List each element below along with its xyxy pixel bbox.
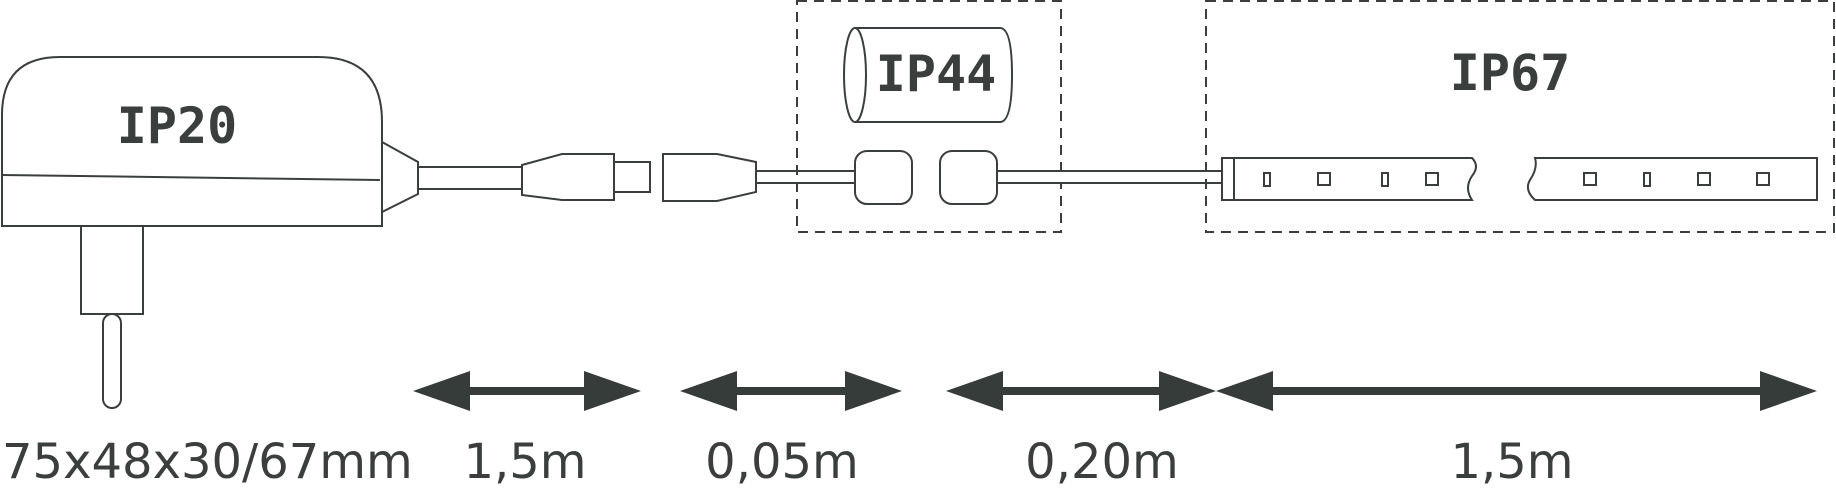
adapter-ip-rating: IP20 [117, 97, 237, 155]
male-plug [521, 153, 615, 201]
dimension-arrow-4 [1216, 371, 1817, 411]
segment-length-label: 0,05m [705, 434, 859, 490]
adapter-cable-strain-relief [381, 140, 419, 214]
connector-left-half [854, 150, 913, 205]
ip44-dashed-box [796, 0, 1062, 233]
adapter-seam [1, 174, 381, 181]
connector-right-half [939, 150, 998, 205]
strip-end-cap [1221, 157, 1235, 201]
segment-length-label: 1,5m [463, 434, 586, 490]
adapter-plug-pin [102, 313, 122, 409]
adapter-cable [417, 153, 651, 201]
segment-length-label: 1,5m [1450, 434, 1573, 490]
ip44-zone: IP44 [796, 0, 1223, 233]
led-chip [1317, 172, 1331, 186]
strip-ip-rating: IP67 [1450, 44, 1570, 102]
male-plug-tip [613, 161, 651, 193]
adapter-body [1, 56, 383, 227]
led-chip [1756, 172, 1770, 186]
connector-cylinder [854, 27, 1014, 123]
cable-segment [996, 170, 1223, 184]
led-chip [1697, 172, 1711, 186]
power-adapter: IP20 [1, 56, 419, 409]
adapter-plug-base [80, 225, 144, 315]
led-chip [1583, 172, 1597, 186]
led-chip [1263, 172, 1271, 187]
led-chip [1381, 172, 1389, 187]
dimension-arrow-3 [946, 371, 1216, 411]
ip67-dashed-box [1205, 0, 1835, 233]
led-chip [1643, 172, 1651, 187]
extension-cable [662, 153, 856, 202]
segment-length-label: 0,20m [1025, 434, 1179, 490]
cable-segment [417, 166, 523, 190]
ip67-zone: IP67 [1205, 0, 1835, 233]
cable-segment [755, 170, 856, 184]
dimension-arrow-1 [413, 371, 641, 411]
dimension-arrow-2 [680, 371, 902, 411]
female-socket [662, 153, 757, 202]
connector-ip-rating: IP44 [876, 45, 996, 103]
led-strip-left [1233, 157, 1477, 201]
connector-cylinder-end [843, 27, 867, 123]
led-strip-right [1526, 157, 1818, 201]
led-chip [1425, 172, 1439, 186]
adapter-dimensions-label: 75x48x30/67mm [2, 434, 413, 490]
